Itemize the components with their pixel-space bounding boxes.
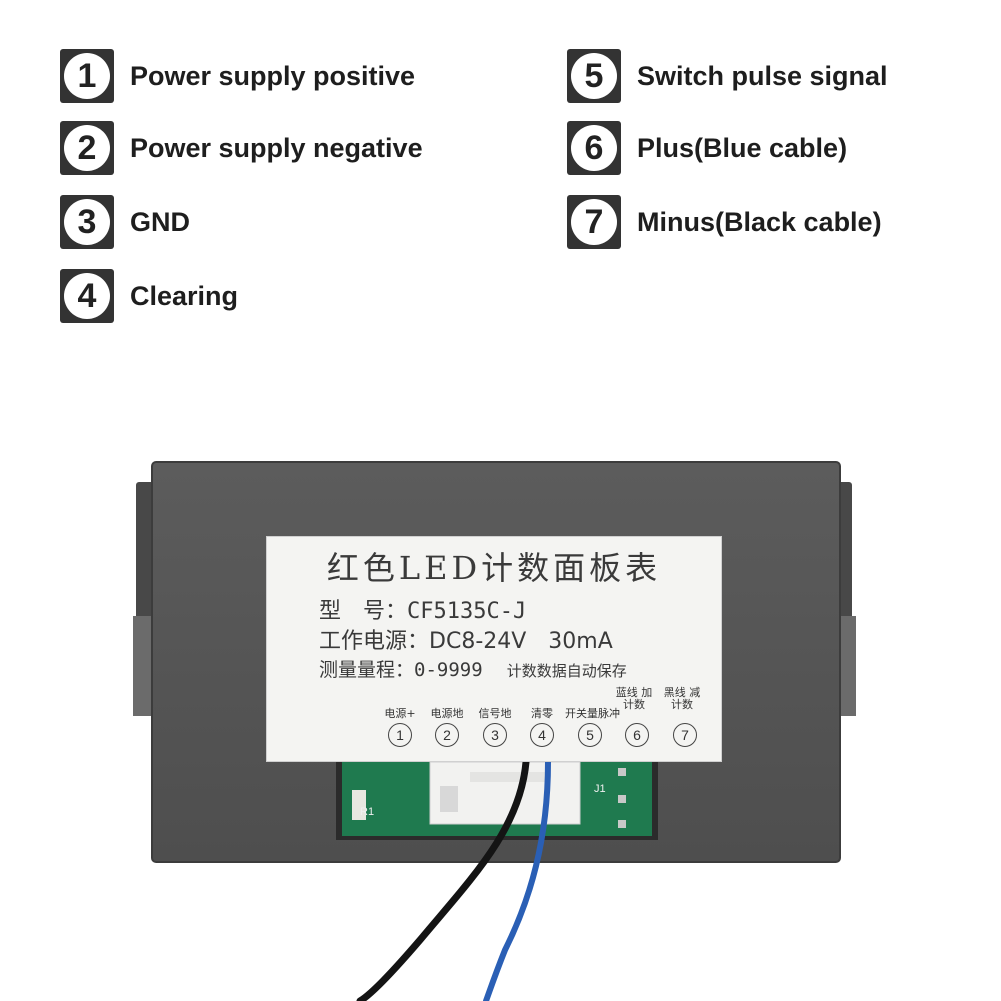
pin-7-circle: 7 <box>673 723 697 747</box>
number-badge: 2 <box>60 121 114 175</box>
power-key: 工作电源： <box>319 629 430 654</box>
pcb-label-r1: R1 <box>360 806 374 818</box>
legend-label: Switch pulse signal <box>637 60 888 91</box>
pin-4-circle: 4 <box>530 723 554 747</box>
black-wire <box>356 758 530 1001</box>
pin-5-name: 开关量脉冲 <box>565 707 620 720</box>
clip-right <box>838 616 856 716</box>
pin-6-name: 蓝线 加计数 <box>615 686 653 711</box>
number-badge: 4 <box>60 269 114 323</box>
connector-slot <box>470 772 550 782</box>
number-badge: 7 <box>567 195 621 249</box>
connector-latch <box>440 786 458 812</box>
range-key: 测量量程： <box>319 659 415 681</box>
number-circle: 5 <box>571 53 617 99</box>
number-circle: 1 <box>64 53 110 99</box>
legend-item-5: 5 Switch pulse signal <box>567 47 888 105</box>
pcb-label-j1: J1 <box>594 783 606 795</box>
pcb-trace <box>352 790 366 820</box>
pcb-pad <box>618 795 626 803</box>
label-title: 红色LED计数面板表 <box>326 549 662 587</box>
number-badge: 1 <box>60 49 114 103</box>
legend-label: Minus(Black cable) <box>637 206 882 237</box>
number-badge: 6 <box>567 121 621 175</box>
legend-label: GND <box>130 206 190 237</box>
range-line: 测量量程：0-9999 计数数据自动保存 <box>319 655 627 682</box>
pin-2-circle: 2 <box>435 723 459 747</box>
model-key: 型 号： <box>319 599 408 624</box>
power-value: DC8-24V 30mA <box>429 629 613 654</box>
pin-5-circle: 5 <box>578 723 602 747</box>
pin-7-name: 黑线 减计数 <box>663 686 701 711</box>
blue-wire <box>483 759 551 1001</box>
range-note: 计数数据自动保存 <box>506 662 627 680</box>
number-circle: 7 <box>571 199 617 245</box>
pcb-pad <box>618 820 626 828</box>
legend-label: Power supply positive <box>130 60 416 91</box>
pin-2-name: 电源地 <box>430 707 464 720</box>
legend-item-3: 3 GND <box>60 193 190 251</box>
pin-3-circle: 3 <box>483 723 507 747</box>
pin-4-name: 清零 <box>531 707 553 720</box>
pin-1-circle: 1 <box>388 723 412 747</box>
number-circle: 2 <box>64 125 110 171</box>
legend-item-6: 6 Plus(Blue cable) <box>567 119 847 177</box>
pin-3-name: 信号地 <box>478 707 512 720</box>
number-badge: 5 <box>567 49 621 103</box>
pin-1-name: 电源+ <box>384 707 416 720</box>
model-line: 型 号：CF5135C-J <box>319 593 526 625</box>
device-label-card: 红色LED计数面板表 型 号：CF5135C-J 工作电源：DC8-24V 30… <box>266 536 722 762</box>
legend-label: Clearing <box>130 280 239 311</box>
legend-item-4: 4 Clearing <box>60 267 238 325</box>
legend-item-2: 2 Power supply negative <box>60 119 423 177</box>
model-value: CF5135C-J <box>407 599 527 624</box>
range-value: 0-9999 <box>414 659 483 681</box>
legend-item-1: 1 Power supply positive <box>60 47 415 105</box>
number-circle: 6 <box>571 125 617 171</box>
legend-label: Power supply negative <box>130 132 423 163</box>
number-badge: 3 <box>60 195 114 249</box>
clip-left <box>133 616 151 716</box>
legend-label: Plus(Blue cable) <box>637 132 848 163</box>
power-line: 工作电源：DC8-24V 30mA <box>319 623 613 655</box>
number-circle: 4 <box>64 273 110 319</box>
number-circle: 3 <box>64 199 110 245</box>
pin-6-circle: 6 <box>625 723 649 747</box>
panel-edge <box>151 461 841 863</box>
pcb-pad <box>618 768 626 776</box>
legend-item-7: 7 Minus(Black cable) <box>567 193 882 251</box>
